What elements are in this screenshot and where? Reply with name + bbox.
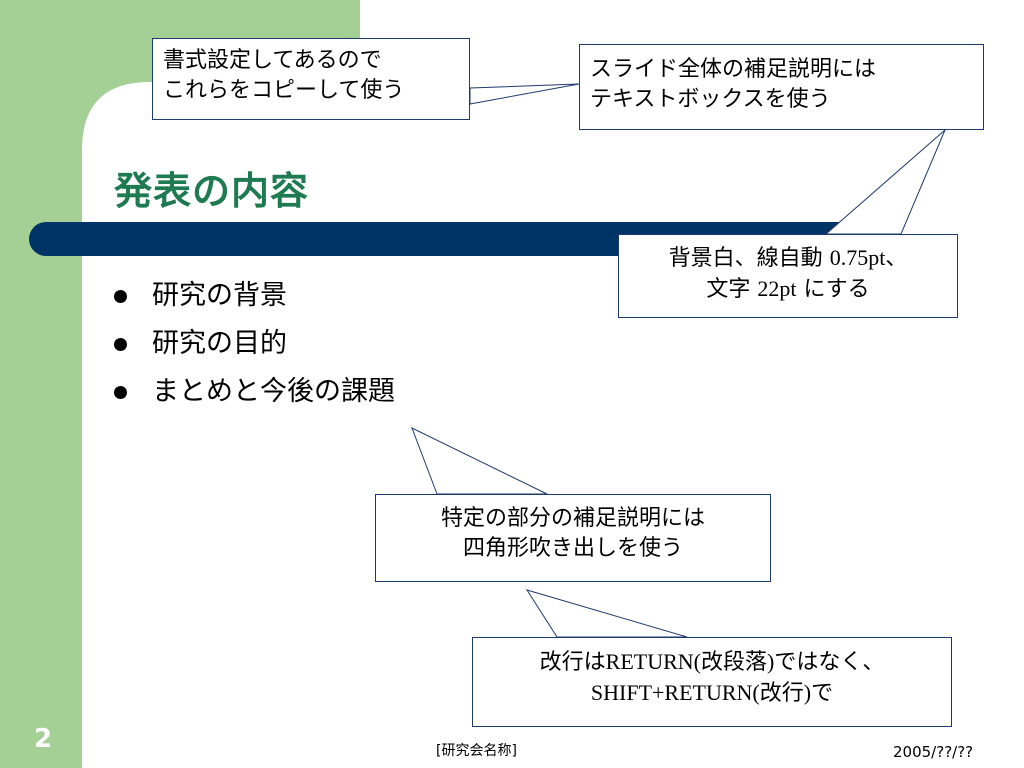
newline-note: 改行はRETURN(改段落)ではなく、 SHIFT+RETURN(改行)で [472,637,952,727]
copy-note-tail [469,83,580,105]
bullet-item: 研究の目的 [112,320,395,368]
format-note-value: 22pt [757,276,797,301]
format-note-value: 0.75pt [829,245,886,270]
format-note-text: 文字 [706,277,751,302]
format-note: 背景白、線自動 0.75pt、 文字 22pt にする [618,234,958,318]
newline-note-text: 改段落 [700,650,767,675]
format-note-text: 背景白、線自動 [668,246,823,271]
copy-note-line-1: 書式設定してあるので [163,48,382,73]
textbox-note-line-1: スライド全体の補足説明には [590,57,877,82]
footer-event-name: [研究会名称] [436,743,517,759]
copy-note: 書式設定してあるので これらをコピーして使う [152,38,470,120]
bullet-text: まとめと今後の課題 [152,376,395,407]
callout-note-line-2: 四角形吹き出しを使う [462,536,683,561]
footer-date: 2005/??/?? [893,743,974,761]
bullet-list: 研究の背景 研究の目的 まとめと今後の課題 [112,272,395,416]
newline-note-text: で [811,681,834,706]
page-number: 2 [34,724,53,754]
format-note-text: 、 [885,246,908,271]
textbox-note: スライド全体の補足説明には テキストボックスを使う [579,44,984,130]
format-note-text: にする [803,277,870,302]
newline-note-line-2: SHIFT+RETURN(改行)で [483,678,941,709]
callout-note: 特定の部分の補足説明には 四角形吹き出しを使う [375,494,771,582]
bullet-dot-icon [114,290,127,303]
format-note-line-1: 背景白、線自動 0.75pt、 [629,243,947,274]
newline-note-line-1: 改行はRETURN(改段落)ではなく、 [483,647,941,678]
newline-note-key: ) [767,649,775,674]
newline-note-key: ) [803,680,812,705]
bullet-item: まとめと今後の課題 [112,368,395,416]
bullet-dot-icon [114,338,127,351]
copy-note-line-2: これらをコピーして使う [163,78,405,103]
callout-note-line-1: 特定の部分の補足説明には [440,506,705,531]
textbox-note-line-2: テキストボックスを使う [590,87,831,112]
newline-note-text: ではなく、 [774,650,885,675]
newline-note-key: SHIFT+RETURN( [590,680,760,705]
bullet-text: 研究の背景 [152,280,287,311]
format-note-line-2: 文字 22pt にする [629,274,947,305]
newline-note-text: 改行は [539,650,606,675]
bullet-text: 研究の目的 [152,328,287,359]
bullet-item: 研究の背景 [112,272,395,320]
newline-note-key: RETURN( [605,649,701,674]
newline-note-text: 改行 [759,681,804,706]
bullet-dot-icon [114,386,127,399]
slide-title: 発表の内容 [114,169,310,213]
content-area [82,0,1024,768]
